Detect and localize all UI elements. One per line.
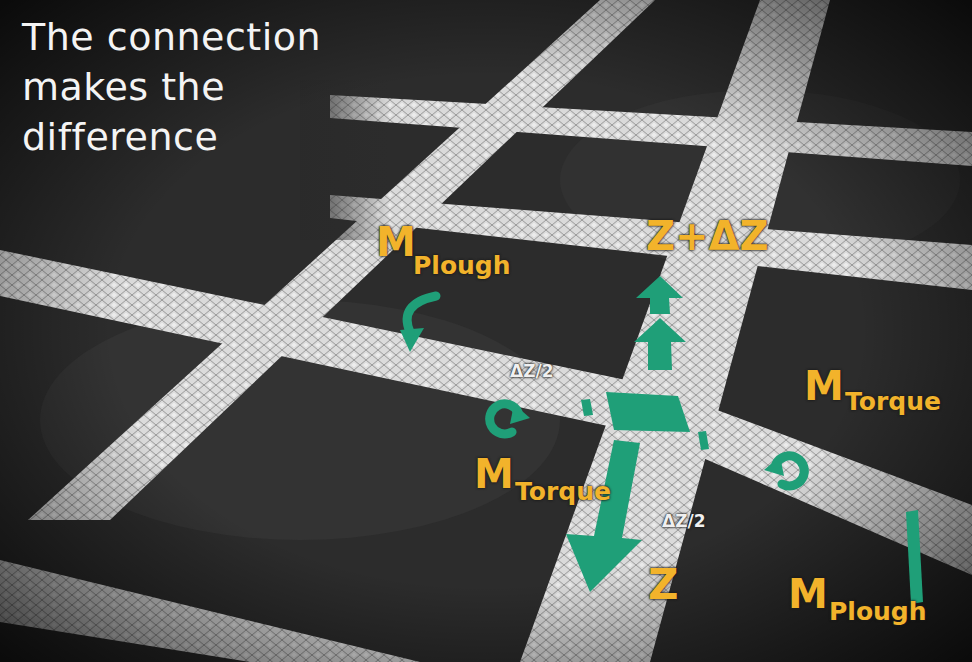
force-arrow [636,276,683,314]
moment-symbol: M [474,452,514,496]
torque-moment [490,404,518,434]
cut-mark [581,399,593,416]
force-symbols [400,276,923,604]
moment-subscript: Plough [829,598,927,626]
moment-arrows [407,296,804,486]
moment-subscript: Plough [413,252,511,280]
torque-moment [776,456,804,486]
force-arrow [634,318,686,370]
increment-label: ΔZ/2 [662,512,706,531]
cut-mark [698,431,709,450]
increment-label: ΔZ/2 [510,362,554,381]
moment-symbol: M [376,220,416,264]
moment-symbol: M [804,364,844,408]
force-label: Z [648,562,678,608]
chalk-title: The connection makes the difference [22,12,352,162]
junction-square [606,392,690,432]
moment-subscript: Torque [515,478,611,506]
force-arrow [566,440,642,592]
moment-symbol: M [788,572,828,616]
force-label: Z+ΔZ [646,214,768,258]
moment-subscript: Torque [845,388,941,416]
moment-marker [906,510,923,604]
plough-moment [407,296,436,332]
